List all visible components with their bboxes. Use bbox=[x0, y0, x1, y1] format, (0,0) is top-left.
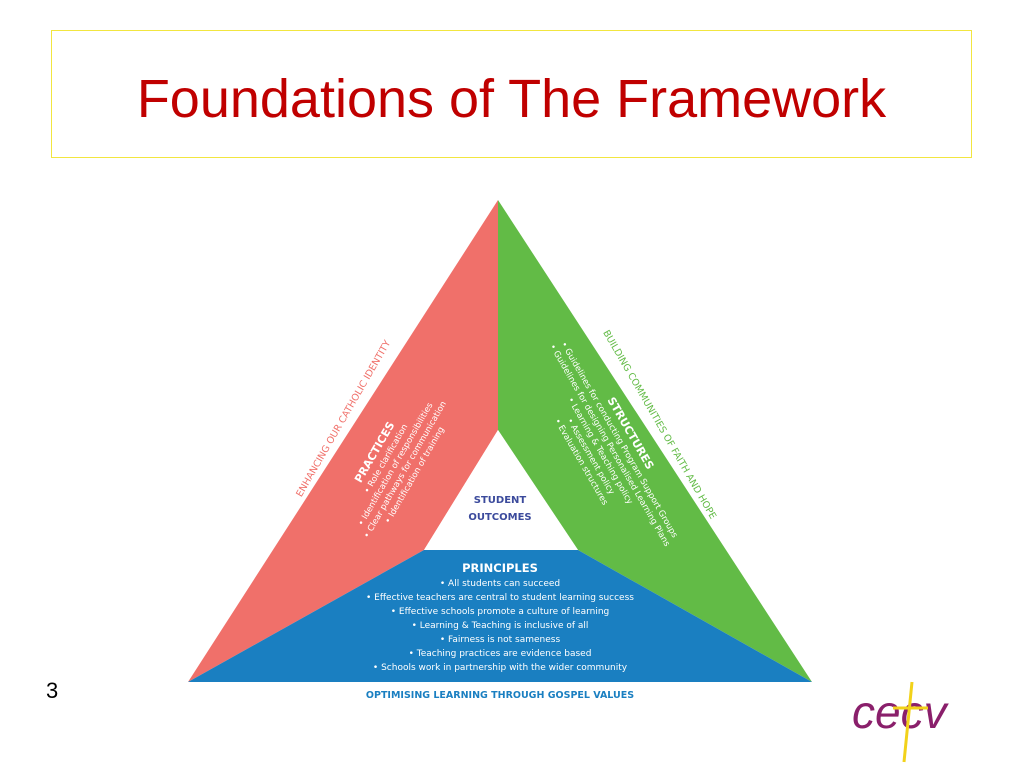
principles-item: • Learning & Teaching is inclusive of al… bbox=[412, 621, 589, 631]
cecv-cross-vertical bbox=[902, 681, 914, 763]
principles-item: • Fairness is not sameness bbox=[440, 635, 561, 645]
title-box: Foundations of The Framework bbox=[51, 30, 972, 158]
cecv-logo-text: cecv bbox=[852, 686, 950, 738]
student-outcomes-label-line1: STUDENT bbox=[474, 495, 527, 506]
slide-number: 3 bbox=[46, 678, 59, 703]
structures-segment bbox=[498, 200, 812, 682]
principles-heading: PRINCIPLES bbox=[462, 561, 538, 575]
principles-item: • Teaching practices are evidence based bbox=[409, 649, 592, 659]
bottom-side-label: OPTIMISING LEARNING THROUGH GOSPEL VALUE… bbox=[366, 690, 634, 701]
principles-item: • Effective schools promote a culture of… bbox=[391, 607, 610, 617]
student-outcomes-triangle bbox=[424, 430, 578, 550]
slide-title: Foundations of The Framework bbox=[136, 69, 887, 129]
principles-list: • All students can succeed • Effective te… bbox=[366, 579, 634, 673]
principles-item: • Effective teachers are central to stud… bbox=[366, 593, 634, 603]
practices-segment bbox=[188, 200, 498, 682]
principles-item: • Schools work in partnership with the w… bbox=[373, 663, 628, 673]
cecv-logo: cecv bbox=[852, 681, 950, 763]
principles-item: • All students can succeed bbox=[440, 579, 560, 589]
student-outcomes-label-line2: OUTCOMES bbox=[468, 512, 531, 523]
principles-segment bbox=[188, 550, 812, 682]
